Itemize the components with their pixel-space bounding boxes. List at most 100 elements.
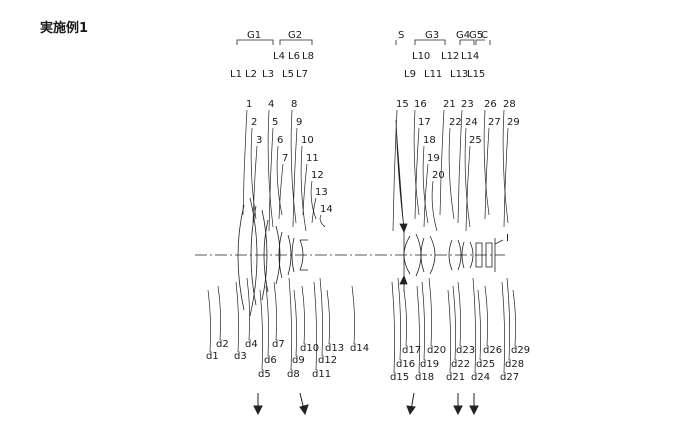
surface-leaders [242, 109, 509, 232]
spacing-leader-line [288, 277, 293, 371]
lens-label-l2: L2 [245, 69, 257, 80]
spacing-label: d3 [234, 351, 247, 362]
surface-leader-line [502, 109, 509, 224]
lens-label-l9: L9 [404, 69, 416, 80]
spacing-label: d18 [415, 372, 435, 383]
surface-leader-line [276, 145, 283, 216]
spacing-label: d11 [312, 369, 332, 380]
spacing-leader-line [351, 285, 356, 345]
surface-leader-line [290, 109, 297, 224]
spacing-leader-line [217, 285, 222, 341]
surface-leader-line [464, 127, 471, 228]
stop-label-s: S [398, 30, 405, 41]
surface-label: 13 [315, 187, 328, 198]
surface-leader-line [423, 163, 429, 228]
group-brackets [236, 39, 491, 45]
spacing-leader-line [313, 281, 318, 371]
surface-label: 5 [272, 117, 279, 128]
lens-label-l5: L5 [282, 69, 294, 80]
surface-label: 25 [469, 135, 482, 146]
spacing-leader-line [301, 285, 306, 345]
spacing-leaders [207, 277, 517, 374]
surface-label: 4 [268, 99, 275, 110]
surface-label: 20 [432, 170, 445, 181]
spacing-leader-line [501, 281, 506, 374]
surface-leader-line [250, 127, 257, 220]
surface-label: 8 [291, 99, 298, 110]
spacing-label: d14 [350, 343, 370, 354]
spacing-label: d24 [471, 372, 491, 383]
lens-label-l13: L13 [450, 69, 469, 80]
surface-label: 6 [277, 135, 284, 146]
spacing-label: d7 [272, 339, 285, 350]
lens-label-l14: L14 [461, 51, 480, 62]
surface-leader-line [311, 197, 317, 224]
surface-leader-line [413, 109, 420, 216]
spacing-leader-line [512, 289, 517, 347]
lens-label-l10: L10 [412, 51, 431, 62]
stop-arrows [395, 119, 408, 292]
surface-label: 7 [282, 153, 289, 164]
surface-leader-line [300, 145, 307, 232]
spacing-label: d29 [511, 345, 531, 356]
spacing-label: d17 [402, 345, 422, 356]
spacing-label: d9 [292, 355, 305, 366]
spacing-leader-line [265, 285, 270, 357]
spacing-label: d26 [483, 345, 503, 356]
surface-leader-line [252, 145, 258, 224]
group-label-g5: G5 [469, 30, 484, 41]
surface-leader-line [242, 109, 248, 216]
spacing-label: d4 [245, 339, 258, 350]
lens-label-l12: L12 [441, 51, 460, 62]
surface-label: 11 [306, 153, 319, 164]
spacing-leader-line [397, 277, 402, 361]
lens-label-l11: L11 [424, 69, 443, 80]
surface-leader-line [292, 127, 298, 228]
surface-label: 19 [427, 153, 440, 164]
spacing-label: d28 [505, 359, 525, 370]
surface-label: 9 [296, 117, 303, 128]
surface-label: 29 [507, 117, 520, 128]
spacing-label: d1 [206, 351, 219, 362]
spacing-leader-line [326, 289, 331, 345]
bottom-arrows [253, 392, 479, 416]
surface-leader-line [278, 163, 284, 220]
spacing-label: d23 [456, 345, 476, 356]
surface-label: 22 [449, 117, 462, 128]
group-label-g2: G2 [288, 30, 303, 41]
surface-label: 18 [423, 135, 436, 146]
surface-leader-line [484, 127, 490, 220]
surface-leader-line [310, 180, 317, 220]
lens-label-l8: L8 [302, 51, 314, 62]
surface-leader-line [465, 145, 471, 232]
spacing-label: d8 [287, 369, 300, 380]
spacing-leader-line [319, 277, 324, 357]
surface-leader-line [414, 127, 420, 220]
spacing-label: d16 [396, 359, 416, 370]
surface-leader-line [439, 109, 445, 216]
spacing-label: d10 [300, 343, 320, 354]
spacing-leader-line [403, 289, 408, 347]
spacing-leader-line [477, 289, 482, 361]
spacing-leader-line [421, 281, 426, 361]
spacing-leader-line [447, 289, 452, 374]
spacing-label: d21 [446, 372, 466, 383]
spacing-label: d25 [476, 359, 496, 370]
spacing-label: d27 [500, 372, 520, 383]
group-label-g1: G1 [247, 30, 262, 41]
lens-group-left [237, 197, 308, 317]
surface-leader-line [431, 180, 438, 232]
surface-label: 3 [256, 135, 263, 146]
lens-label-l15: L15 [467, 69, 486, 80]
surface-label: 26 [484, 99, 497, 110]
lens-label-l1: L1 [230, 69, 242, 80]
surface-label: 24 [465, 117, 478, 128]
image-plane-label: I [506, 233, 509, 244]
surface-label: 10 [301, 135, 314, 146]
spacing-label: d5 [258, 369, 271, 380]
diagram-title: 実施例1 [40, 21, 89, 36]
spacing-leader-line [472, 277, 477, 374]
surface-label: 12 [311, 170, 324, 181]
